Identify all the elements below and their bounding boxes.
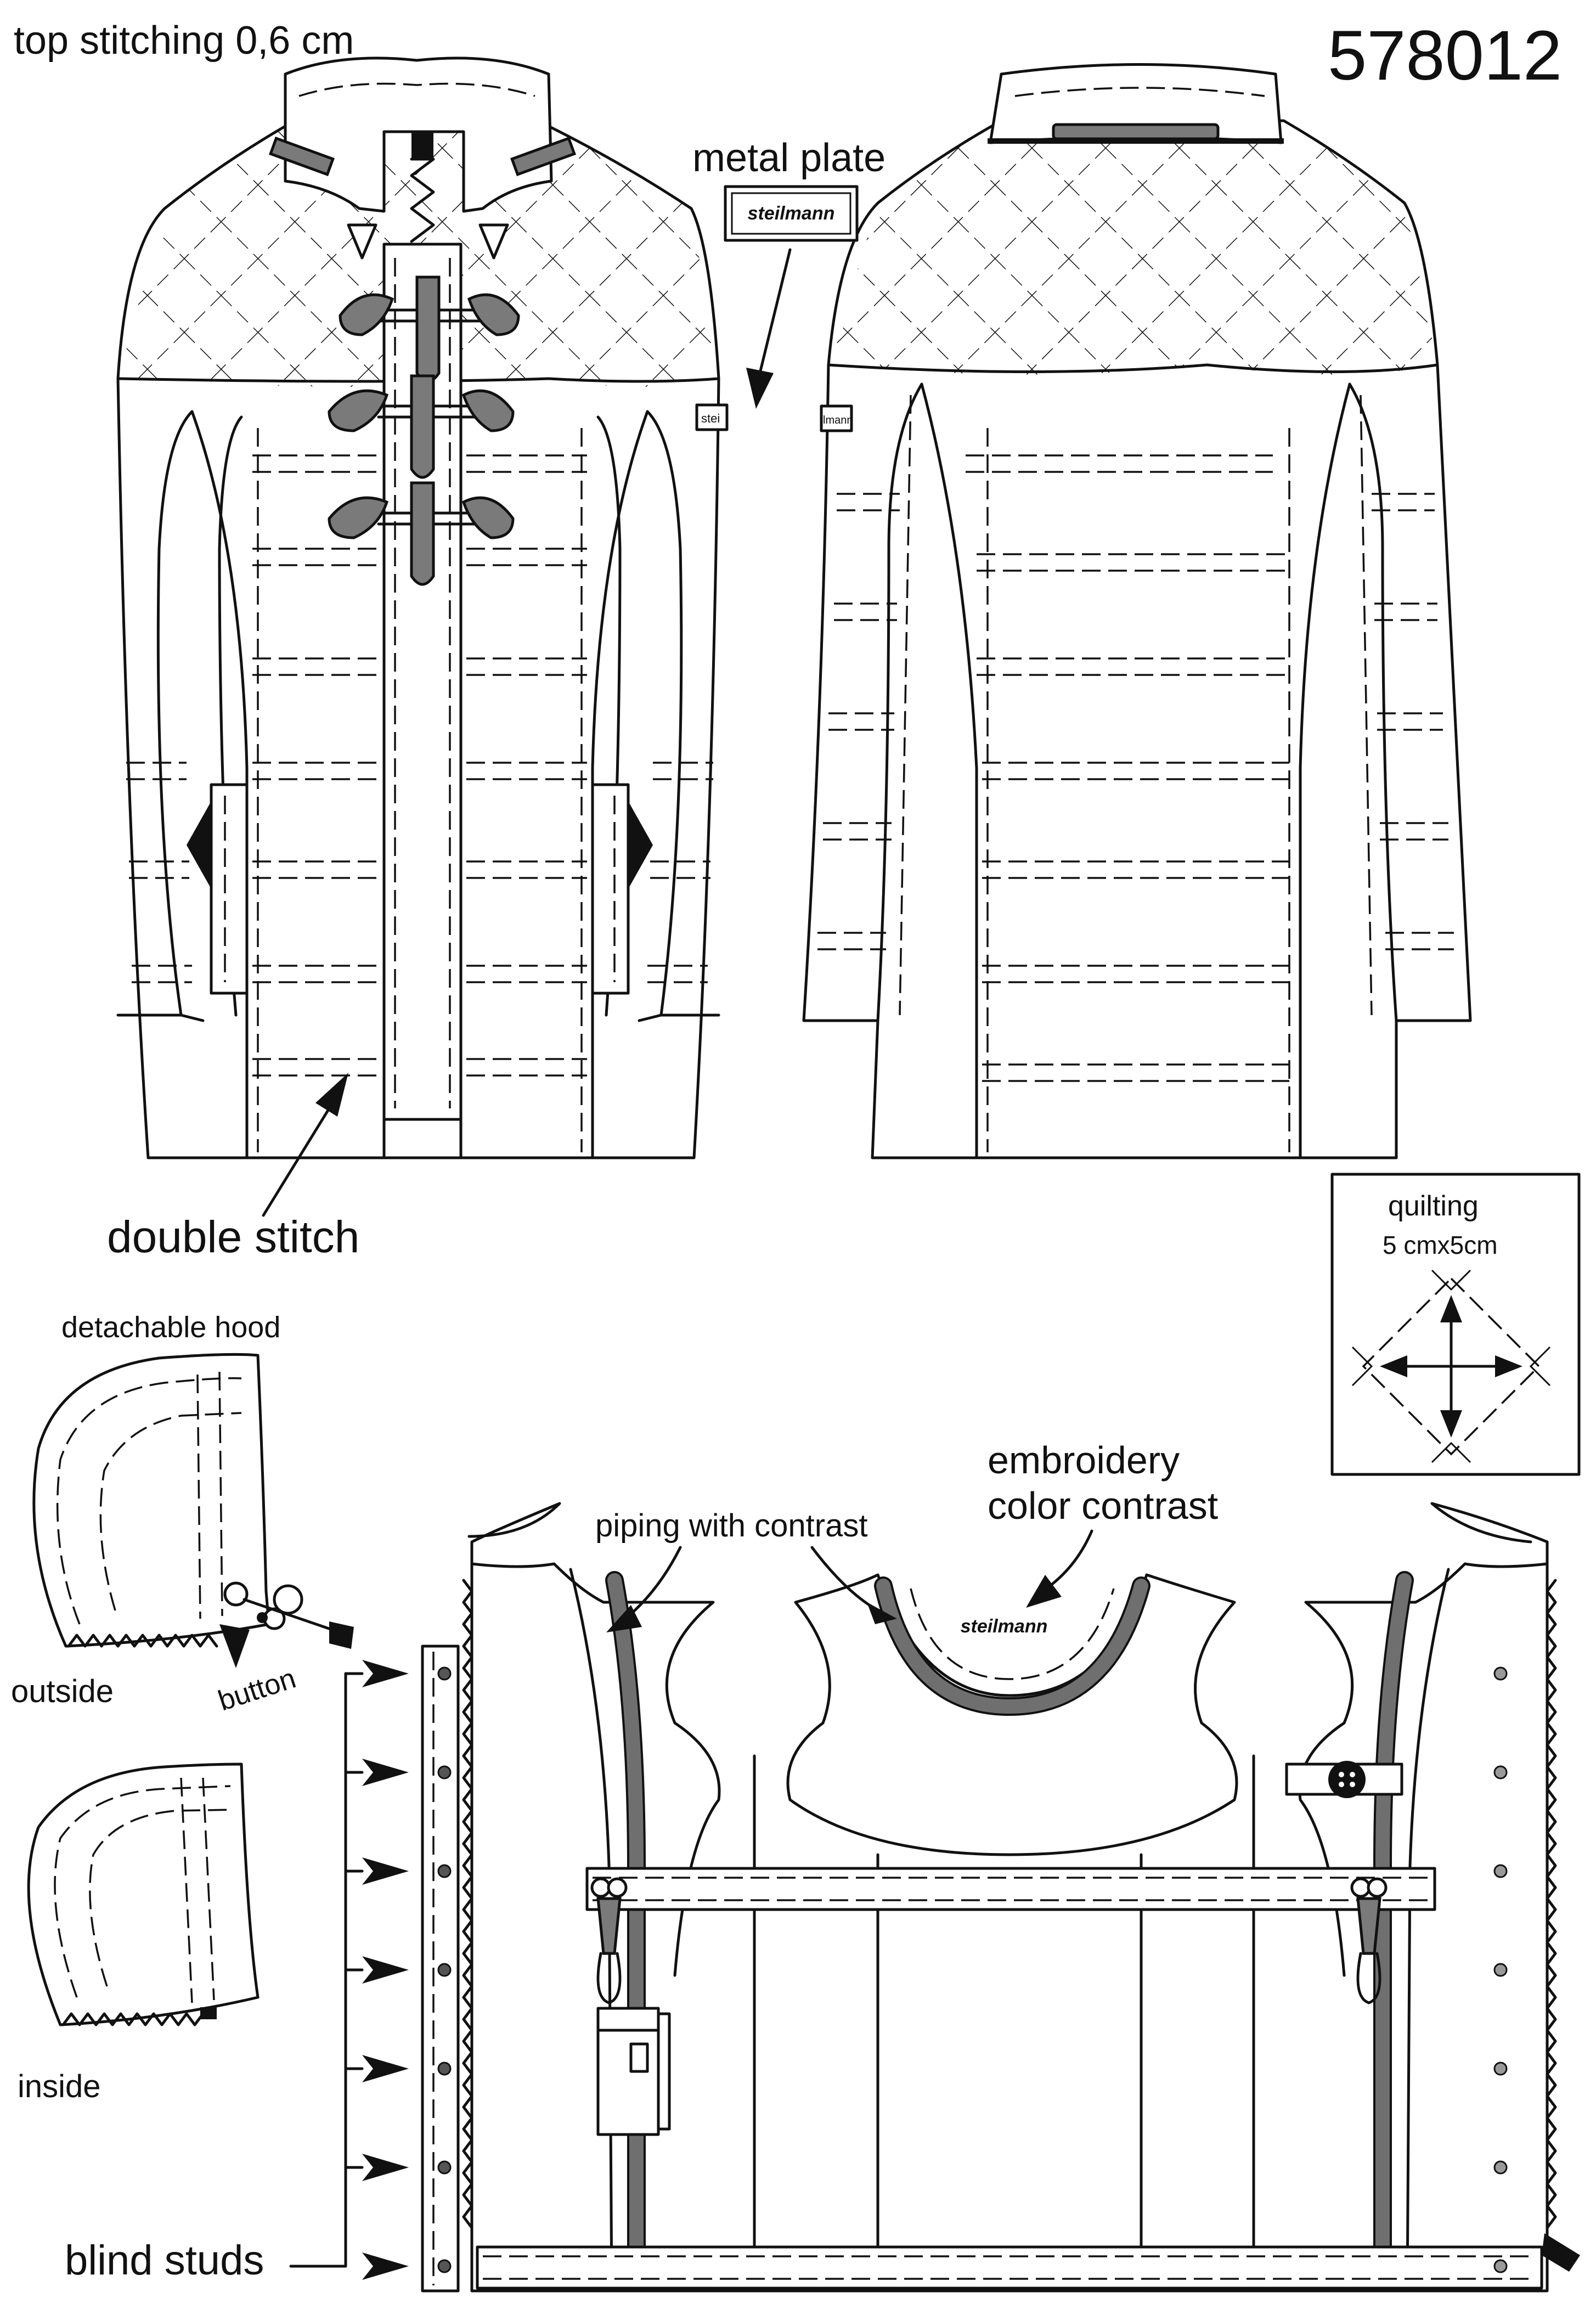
front-right-princess-seam [591, 410, 649, 1159]
back-double-stitching [817, 454, 1454, 1082]
quilting-detail: quilting 5 cmx5cm [1330, 1173, 1581, 1476]
front-sleeve-tab [695, 403, 729, 431]
left-zipper-edge [462, 1579, 473, 2229]
inside-hem-band [476, 2245, 1543, 2290]
metal-plate-arrow [758, 248, 792, 375]
inside-left-shoulder [470, 1562, 721, 1977]
toggle-closure-1[interactable] [339, 275, 520, 383]
front-right-pocket-tab [628, 801, 653, 889]
piping-label: piping with contrast [595, 1508, 867, 1544]
double-stitch-arrow [262, 1107, 331, 1217]
front-collar-patch-right [510, 136, 577, 177]
metal-plate-logo: steilmann [748, 203, 835, 224]
inside-button[interactable] [1328, 1761, 1366, 1798]
hanger-loop-left[interactable] [590, 1877, 628, 2004]
hood-button-label: button [215, 1663, 300, 1717]
piping-left [607, 1573, 644, 2262]
front-collar-patch-left [268, 136, 335, 177]
back-sleeve-tab-text: lmann [823, 414, 853, 426]
front-yoke-seam [116, 377, 720, 383]
back-sleeve-tab [820, 404, 853, 432]
toggle-closure-2[interactable] [328, 374, 515, 479]
hood-outside-label: outside [11, 1674, 114, 1709]
toggle-closure-3[interactable] [328, 481, 515, 586]
back-right-center-panel [1299, 382, 1351, 1159]
double-stitch-label: double stitch [107, 1212, 359, 1262]
piping-right [1375, 1573, 1412, 2262]
front-left-side-panel [156, 410, 205, 1022]
back-yoke-seam [827, 363, 1439, 373]
front-double-stitching [126, 428, 713, 1152]
front-left-pocket-welt [210, 783, 249, 995]
hanger-loop-right[interactable] [1350, 1877, 1388, 2004]
back-view: lmann [802, 63, 1472, 1159]
style-number: 578012 [1328, 16, 1562, 95]
back-left-center-panel [920, 382, 978, 1159]
back-left-princess-seam [876, 382, 923, 1022]
front-right-side-panel [638, 410, 683, 1022]
front-sleeve-tab-text: stei [701, 412, 720, 425]
hood-inside [27, 1762, 260, 2026]
back-right-princess-seam [1348, 382, 1398, 1022]
hood-inside-shape [27, 1762, 260, 2026]
blind-studs-leader [289, 1660, 409, 2280]
quilting-size: 5 cmx5cm [1383, 1231, 1498, 1259]
front-left-princess-seam [190, 410, 249, 1159]
inside-phone-pocket [596, 2007, 660, 2136]
detachable-hood-label: detachable hood [61, 1311, 280, 1344]
front-right-pocket-welt [591, 783, 630, 995]
blind-studs-left [437, 1666, 452, 2273]
front-left-pocket-tab [187, 801, 211, 889]
neck-piping [876, 1579, 1148, 1714]
metal-plate-label: metal plate [692, 136, 886, 180]
back-collar-patch [1052, 123, 1220, 140]
embroidery-logo: steilmann [961, 1616, 1048, 1637]
hood-outside [32, 1353, 354, 1649]
embroidery-label-line2: color contrast [988, 1484, 1218, 1527]
quilting-title: quilting [1388, 1190, 1479, 1222]
front-view: stei [116, 57, 729, 1159]
top-stitching-label: top stitching 0,6 cm [14, 19, 354, 63]
right-zipper-edge [1546, 1579, 1557, 2229]
metal-plate [724, 185, 859, 242]
hood-inside-label: inside [18, 2069, 101, 2104]
inside-right-shoulder [1298, 1562, 1549, 1977]
blind-studs-right [1493, 1666, 1508, 2273]
inside-view: steilmann [421, 1502, 1580, 2293]
front-collar [284, 57, 553, 213]
blind-studs-label: blind studs [65, 2237, 264, 2284]
inside-waist-band [585, 1867, 1436, 1911]
embroidery-label-line1: embroidery [988, 1439, 1180, 1482]
back-yoke-quilting [828, 121, 1437, 375]
